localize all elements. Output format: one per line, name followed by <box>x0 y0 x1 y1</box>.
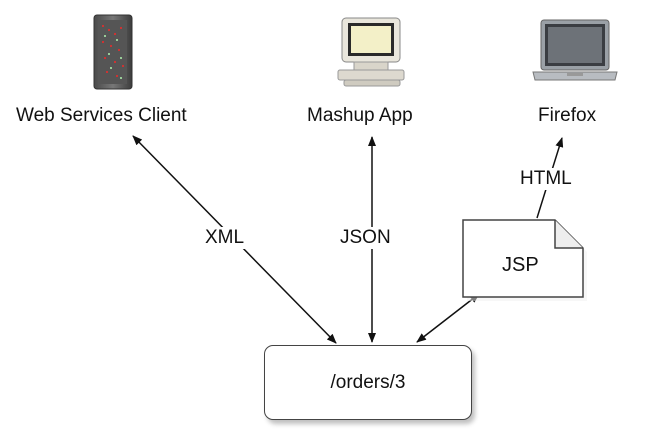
mashup-label: Mashup App <box>307 105 413 126</box>
laptop-icon <box>532 19 618 81</box>
html-edge-label: HTML <box>517 168 575 190</box>
jsp-label: JSP <box>502 254 539 276</box>
server-rack-icon <box>93 14 133 90</box>
json-edge-label: JSON <box>337 227 394 249</box>
edge-resource-jsp <box>416 293 480 343</box>
document-icon <box>462 219 587 301</box>
browser-label: Firefox <box>538 105 597 126</box>
resource-label: /orders/3 <box>330 371 406 393</box>
xml-edge-label: XML <box>202 227 248 249</box>
resource-box: /orders/3 <box>264 345 472 420</box>
client-label: Web Services Client <box>16 105 187 126</box>
desktop-computer-icon <box>337 17 405 87</box>
